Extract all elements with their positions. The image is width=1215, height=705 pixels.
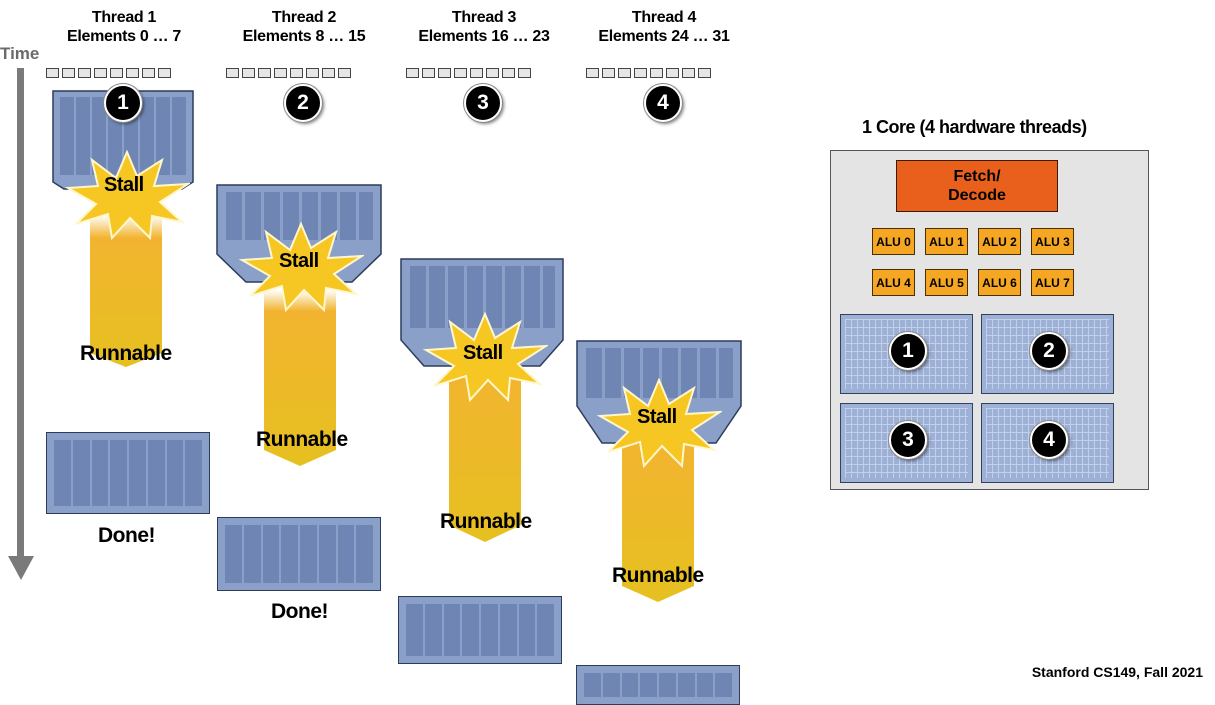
alu-7: ALU 7 xyxy=(1031,269,1074,296)
stall-label-1: Stall xyxy=(104,174,144,196)
runnable-label-3: Runnable xyxy=(440,510,532,533)
thread-header-2: Thread 2 Elements 8 … 15 xyxy=(214,8,394,46)
element-register-strip-4 xyxy=(586,68,711,78)
execution-context-1 xyxy=(52,90,194,190)
stall-burst-4 xyxy=(596,378,722,468)
core-context-badge-4: 4 xyxy=(1030,421,1068,459)
fetch-label: Fetch/ xyxy=(953,168,1001,185)
time-axis-label: Time xyxy=(0,44,40,63)
stall-burst-1 xyxy=(64,150,190,240)
thread-elements: Elements 0 … 7 xyxy=(66,28,182,45)
done-label-2: Done! xyxy=(271,600,329,623)
core-context-badge-2: 2 xyxy=(1030,332,1068,370)
alu-5: ALU 5 xyxy=(925,269,968,296)
alu-2: ALU 2 xyxy=(978,228,1021,255)
runnable-arrow-3 xyxy=(449,375,521,542)
stall-label-4: Stall xyxy=(637,406,677,428)
time-arrow xyxy=(8,68,34,580)
core-context-badge-1: 1 xyxy=(889,332,927,370)
thread-elements: Elements 16 … 23 xyxy=(418,28,550,45)
thread-title: Thread 1 xyxy=(91,9,157,26)
done-context-3 xyxy=(398,596,562,664)
alu-6: ALU 6 xyxy=(978,269,1021,296)
thread-badge-3: 3 xyxy=(464,84,502,122)
stall-burst-3 xyxy=(422,312,548,402)
done-context-4 xyxy=(576,665,740,705)
stall-burst-2 xyxy=(238,222,364,312)
thread-badge-2: 2 xyxy=(284,84,322,122)
done-context-1 xyxy=(46,432,210,514)
runnable-arrow-1 xyxy=(90,215,162,367)
core-title: 1 Core (4 hardware threads) xyxy=(862,117,1087,137)
done-context-2 xyxy=(217,517,381,591)
thread-elements: Elements 24 … 31 xyxy=(598,28,730,45)
fetch-decode-unit: Fetch/ Decode xyxy=(896,160,1058,212)
runnable-label-4: Runnable xyxy=(612,564,704,587)
element-register-strip-1 xyxy=(46,68,171,78)
runnable-label-1: Runnable xyxy=(80,342,172,365)
execution-context-3 xyxy=(400,258,564,367)
alu-1: ALU 1 xyxy=(925,228,968,255)
alu-3: ALU 3 xyxy=(1031,228,1074,255)
stall-label-3: Stall xyxy=(463,342,503,364)
thread-elements: Elements 8 … 15 xyxy=(242,28,366,45)
alu-0: ALU 0 xyxy=(872,228,915,255)
thread-title: Thread 4 xyxy=(631,9,697,26)
thread-header-4: Thread 4 Elements 24 … 31 xyxy=(574,8,754,46)
runnable-arrow-2 xyxy=(264,290,336,466)
element-register-strip-2 xyxy=(226,68,351,78)
element-register-strip-3 xyxy=(406,68,531,78)
thread-header-3: Thread 3 Elements 16 … 23 xyxy=(394,8,574,46)
runnable-label-2: Runnable xyxy=(256,428,348,451)
done-label-1: Done! xyxy=(98,524,156,547)
thread-header-1: Thread 1 Elements 0 … 7 xyxy=(34,8,214,46)
decode-label: Decode xyxy=(948,187,1006,204)
thread-badge-1: 1 xyxy=(104,84,142,122)
runnable-arrow-4 xyxy=(622,440,694,602)
core-context-badge-3: 3 xyxy=(889,421,927,459)
thread-title: Thread 2 xyxy=(271,9,337,26)
alu-4: ALU 4 xyxy=(872,269,915,296)
thread-title: Thread 3 xyxy=(451,9,517,26)
footer-course-label: Stanford CS149, Fall 2021 xyxy=(1031,664,1203,680)
thread-badge-4: 4 xyxy=(644,84,682,122)
stall-label-2: Stall xyxy=(279,250,319,272)
